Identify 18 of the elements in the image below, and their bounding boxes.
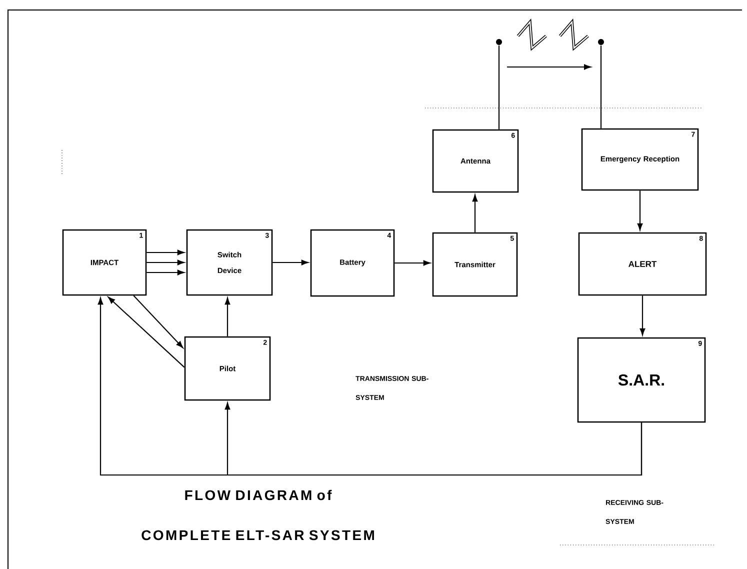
antenna-tip	[598, 39, 604, 45]
arrow	[472, 194, 478, 232]
arrow	[108, 296, 185, 368]
arrow	[640, 296, 646, 336]
title: FLOW DIAGRAM of COMPLETE ELT-SAR SYSTEM	[142, 490, 374, 540]
arrow	[272, 260, 308, 266]
arrow	[507, 64, 592, 70]
arrow	[637, 190, 643, 230]
arrow	[146, 250, 184, 256]
antenna-tip	[496, 39, 502, 45]
connector-line	[498, 46, 500, 130]
connector-line	[600, 46, 602, 128]
arrow	[146, 270, 184, 276]
arrow	[394, 260, 430, 266]
arrow	[146, 260, 184, 266]
arrow	[224, 402, 642, 476]
arrow	[224, 298, 230, 336]
arrow	[133, 295, 184, 348]
